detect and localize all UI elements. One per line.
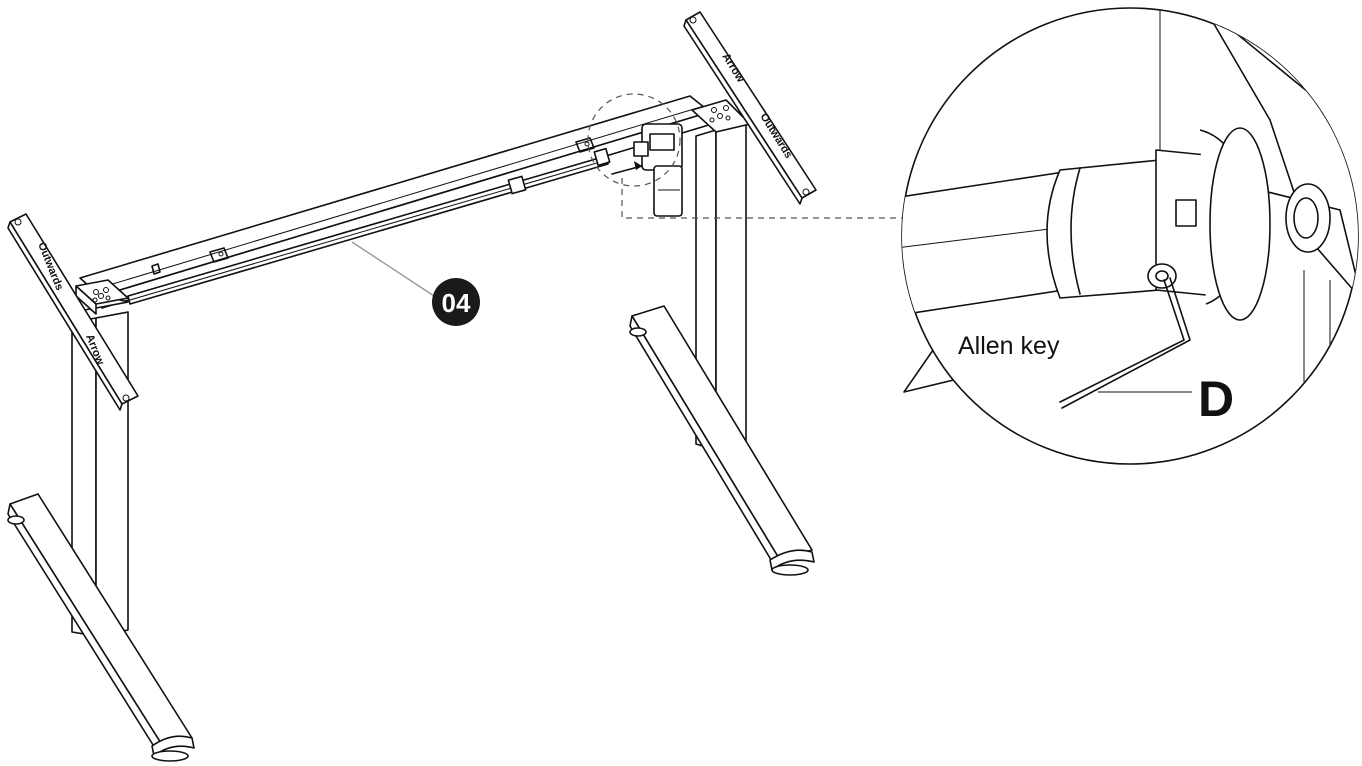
callout-04: 04 [351, 241, 480, 326]
right-foot [629, 305, 815, 576]
detail-letter-label: D [1198, 371, 1234, 427]
drive-shaft [127, 147, 611, 305]
detail-magnifier: Allen key D [901, 7, 1359, 465]
right-side-bracket: Arrow Outwards [683, 11, 817, 205]
callout-badge-icon [432, 278, 480, 326]
cross-beam [79, 95, 713, 309]
detail-leader-dashed [621, 178, 904, 219]
left-top-plate [75, 279, 129, 315]
arrow-head-icon [634, 161, 642, 170]
motor [633, 123, 683, 217]
detail-highlight-circle [587, 93, 681, 187]
allen-key-label: Allen key [958, 332, 1060, 360]
left-foot [7, 493, 195, 762]
callout-number: 04 [442, 288, 471, 318]
